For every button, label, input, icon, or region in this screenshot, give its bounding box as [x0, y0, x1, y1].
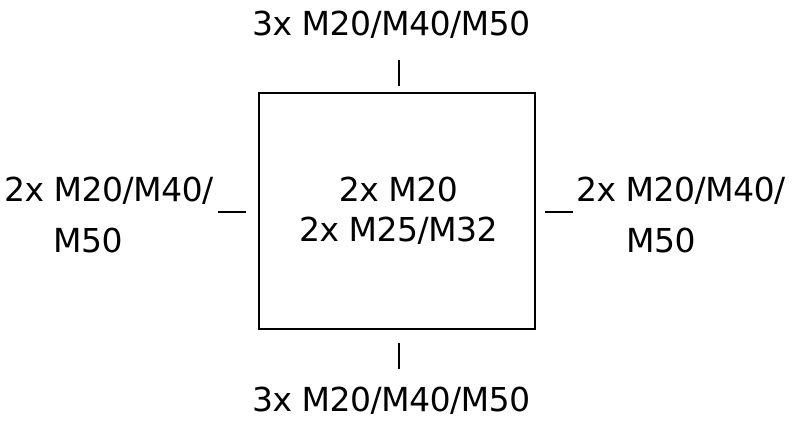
right-entry-label-line1: 2x M20/M40/: [576, 170, 785, 209]
enclosure-box: [258, 92, 536, 330]
right-entry-label-line2: M50: [626, 221, 695, 260]
center-label-line1: 2x M20: [338, 170, 458, 209]
left-entry-label-line2: M50: [53, 221, 122, 260]
center-label-line2: 2x M25/M32: [298, 210, 498, 249]
bottom-entry-marker: [398, 343, 400, 369]
top-entry-marker: [398, 60, 400, 86]
bottom-entry-label: 3x M20/M40/M50: [252, 380, 530, 419]
left-entry-label-line1: 2x M20/M40/: [4, 170, 213, 209]
right-entry-marker: [545, 211, 573, 213]
center-entry-label: 2x M20 2x M25/M32: [260, 170, 536, 250]
left-entry-marker: [218, 211, 246, 213]
top-entry-label: 3x M20/M40/M50: [252, 4, 530, 43]
